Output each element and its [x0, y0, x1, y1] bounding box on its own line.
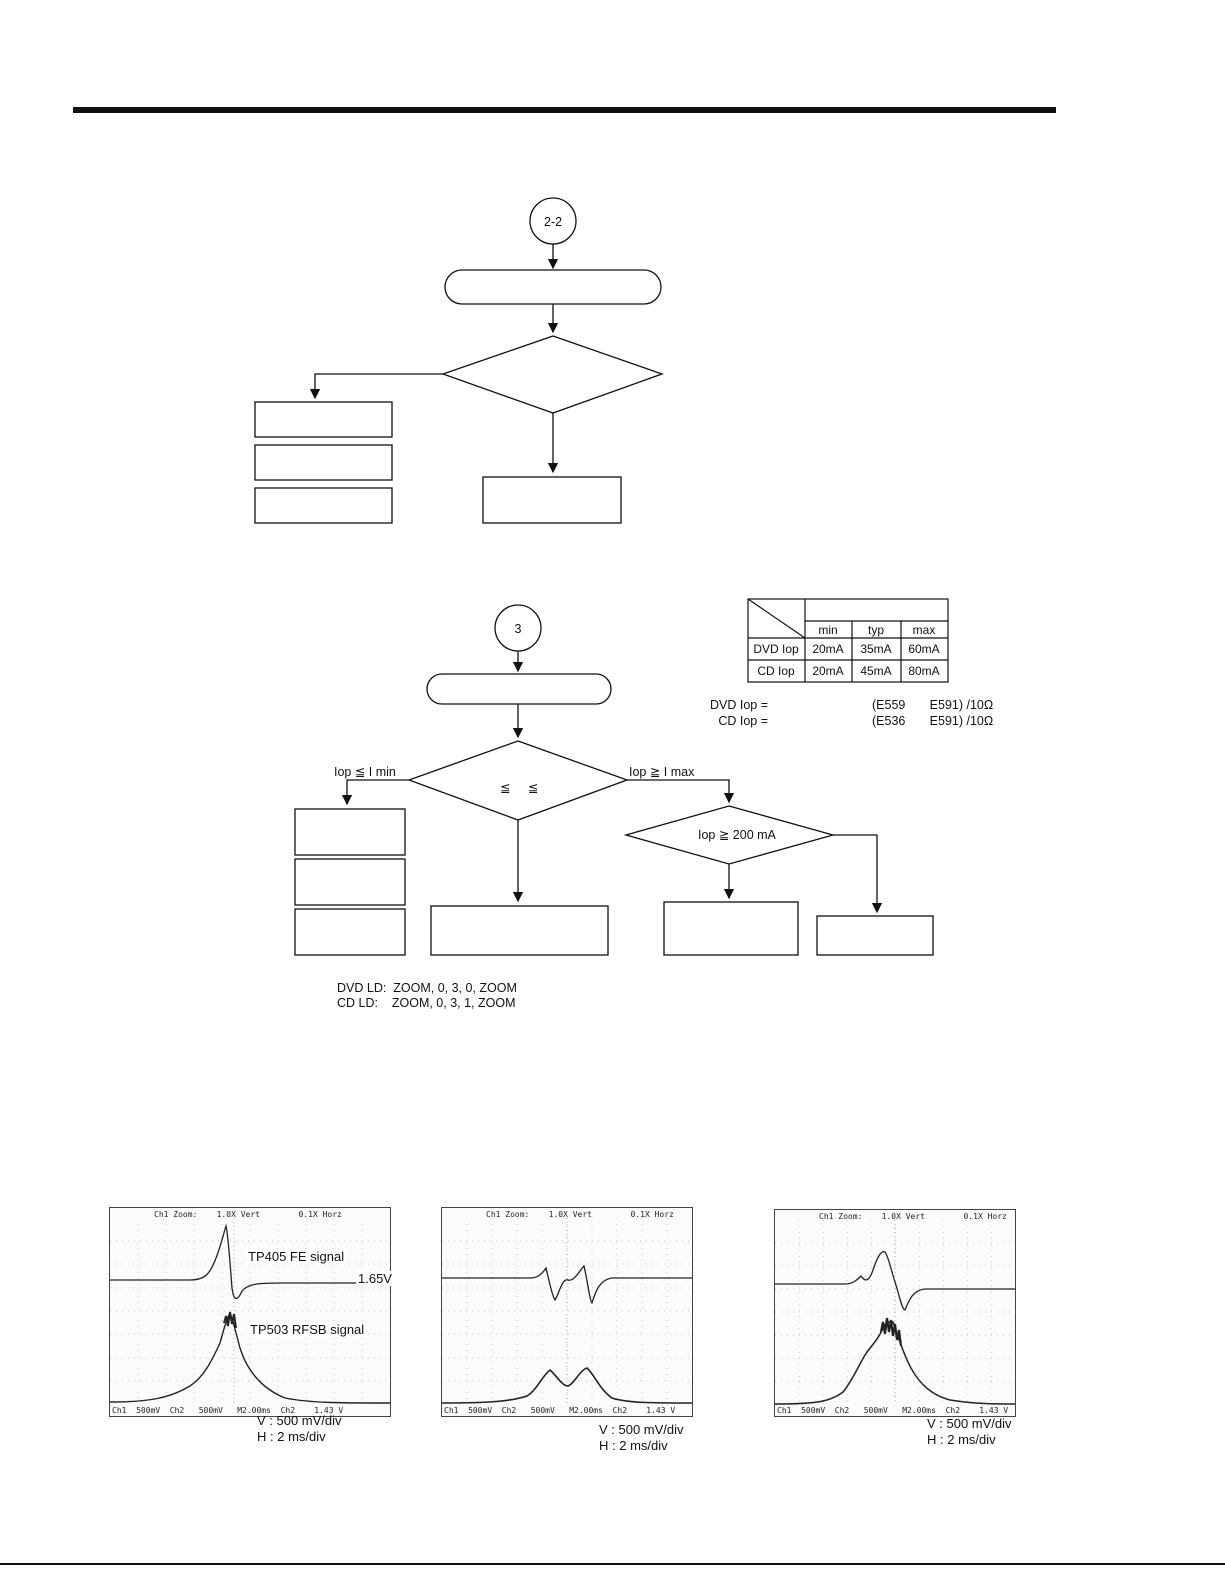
- scope-screen-3: Ch1 Zoom: 1.0X Vert 0.1X Horz Ch1 500mV …: [774, 1209, 1016, 1417]
- decision-symbols: ≦ ≦: [500, 781, 538, 795]
- action-box-3-b: [294, 858, 406, 906]
- table-cell: 35mA: [860, 642, 891, 656]
- result-box-2-2: [482, 476, 622, 524]
- scope-trace-1: [110, 1218, 390, 1404]
- table-row-label: DVD Iop: [753, 642, 799, 656]
- scope-trace-3: [775, 1220, 1015, 1405]
- table-col-min: min: [818, 623, 837, 637]
- action-box-2-2-c: [254, 487, 393, 524]
- header-rule: [73, 107, 1056, 113]
- scope-scale-v-3: V : 500 mV/div: [927, 1416, 1012, 1431]
- scope-header-3: Ch1 Zoom: 1.0X Vert 0.1X Horz: [819, 1212, 1007, 1221]
- table-col-typ: typ: [868, 623, 884, 637]
- footer-rule: [0, 1563, 1225, 1565]
- dvd-iop-formula-right: (E559 E591) /10Ω: [872, 698, 993, 712]
- scope-scale-h-2: H : 2 ms/div: [599, 1438, 668, 1453]
- scope-header-2: Ch1 Zoom: 1.0X Vert 0.1X Horz: [486, 1210, 674, 1219]
- table-cell: 45mA: [860, 664, 891, 678]
- result-box-3-high: [663, 901, 799, 956]
- cd-iop-formula-right: (E536 E591) /10Ω: [872, 714, 993, 728]
- table-cell: 20mA: [812, 642, 843, 656]
- table-col-max: max: [913, 623, 936, 637]
- scope-scale-v-1: V : 500 mV/div: [257, 1413, 342, 1428]
- ld-command-dvd: DVD LD: ZOOM, 0, 3, 0, ZOOM: [337, 981, 517, 995]
- branch-low-label: Iop ≦ I min: [334, 765, 396, 779]
- result-box-3-max: [816, 915, 934, 956]
- table-cell: 20mA: [812, 664, 843, 678]
- terminal-box-2-2: [444, 269, 662, 305]
- branch-high-label: Iop ≧ I max: [629, 765, 695, 779]
- dvd-iop-formula-left: DVD Iop =: [710, 698, 768, 712]
- ld-command-cd: CD LD: ZOOM, 0, 3, 1, ZOOM: [337, 996, 516, 1010]
- scope-header-1: Ch1 Zoom: 1.0X Vert 0.1X Horz: [154, 1210, 342, 1219]
- scope-screen-1: Ch1 Zoom: 1.0X Vert 0.1X Horz Ch1 500mV …: [109, 1207, 391, 1417]
- cd-iop-formula-left: CD Iop =: [718, 714, 768, 728]
- iop-table: min typ max DVD Iop 20mA 35mA 60mA CD Io…: [747, 598, 949, 683]
- fe-signal-label: TP405 FE signal: [246, 1249, 347, 1264]
- scope-footer-1: Ch1 500mV Ch2 500mV M2.00ms Ch2 1.43 V: [110, 1406, 390, 1415]
- table-row-label: CD Iop: [757, 664, 795, 678]
- scope-scale-v-2: V : 500 mV/div: [599, 1422, 684, 1437]
- scope-footer-3: Ch1 500mV Ch2 500mV M2.00ms Ch2 1.43 V: [775, 1406, 1015, 1415]
- decision-200-label: Iop ≧ 200 mA: [698, 828, 777, 842]
- action-box-2-2-a: [254, 401, 393, 438]
- table-cell: 80mA: [908, 664, 939, 678]
- terminal-box-3: [426, 673, 612, 705]
- action-box-3-a: [294, 808, 406, 856]
- scope-screen-2: Ch1 Zoom: 1.0X Vert 0.1X Horz Ch1 500mV …: [441, 1207, 693, 1417]
- scope-scale-h-3: H : 2 ms/div: [927, 1432, 996, 1447]
- rf-signal-label: TP503 RFSB signal: [248, 1322, 367, 1337]
- scope-trace-2: [442, 1218, 692, 1404]
- result-box-3-ok: [430, 905, 609, 956]
- connector-2-2-label: 2-2: [544, 215, 562, 229]
- scope-scale-h-1: H : 2 ms/div: [257, 1429, 326, 1444]
- scope-footer-2: Ch1 500mV Ch2 500mV M2.00ms Ch2 1.43 V: [442, 1406, 692, 1415]
- flowcharts: 2-2 3 Iop ≦ I min Iop ≧ I max ≦ ≦ Iop ≧ …: [254, 197, 993, 956]
- decision-2-2: [441, 335, 664, 414]
- table-cell: 60mA: [908, 642, 939, 656]
- action-box-3-c: [294, 908, 406, 956]
- action-box-2-2-b: [254, 444, 393, 481]
- level-label: 1.65V: [356, 1271, 394, 1286]
- connector-3-label: 3: [515, 622, 522, 636]
